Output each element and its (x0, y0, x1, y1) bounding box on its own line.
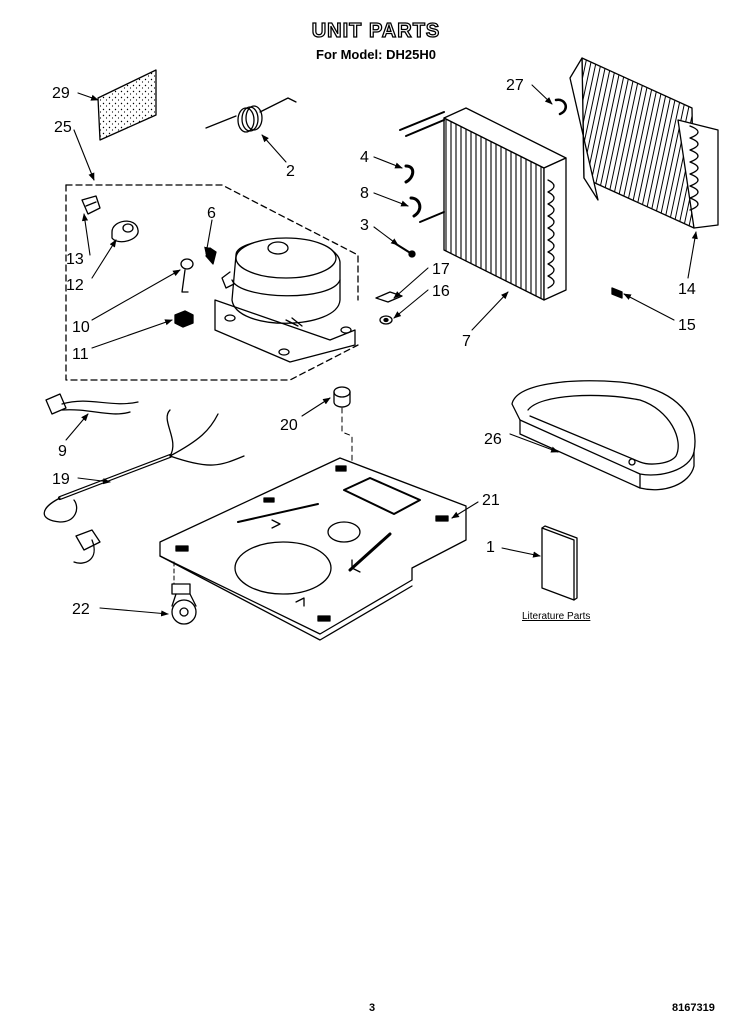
drain-tray-part (511, 380, 696, 491)
callout-labels: 29 25 2 6 13 12 10 11 4 8 3 17 16 7 27 1… (52, 77, 696, 618)
document-number: 8167319 (672, 1002, 715, 1014)
callout-22: 22 (72, 601, 90, 618)
base-pan-part (159, 457, 467, 641)
callout-10: 10 (72, 319, 90, 336)
callout-21: 21 (482, 492, 500, 509)
literature-booklet-part (541, 525, 578, 601)
filter-pad-part (97, 69, 157, 141)
compressor-part (214, 237, 356, 363)
callout-7: 7 (462, 333, 471, 350)
callout-3: 3 (360, 217, 369, 234)
callout-4: 4 (360, 149, 369, 166)
callout-15: 15 (678, 317, 696, 334)
literature-parts-label: Literature Parts (522, 611, 590, 622)
callout-19: 19 (52, 471, 70, 488)
callout-16: 16 (432, 283, 450, 300)
callout-14: 14 (678, 281, 696, 298)
callout-2: 2 (286, 163, 295, 180)
callout-29: 29 (52, 85, 70, 102)
callout-13: 13 (66, 251, 84, 268)
callout-20: 20 (280, 417, 298, 434)
callout-11: 11 (72, 346, 89, 363)
callout-12: 12 (66, 277, 84, 294)
grommet-part (333, 386, 353, 561)
clip-part (554, 98, 568, 116)
model-subtitle: For Model: DH25H0 (316, 47, 436, 62)
callout-6: 6 (207, 205, 216, 222)
wiring-harness-part (43, 393, 245, 564)
callout-17: 17 (432, 261, 450, 278)
coil-tube-part (205, 97, 297, 133)
leader-lines (65, 84, 698, 617)
callout-9: 9 (58, 443, 67, 460)
condenser-coil-part (569, 57, 719, 229)
compressor-group-outline (65, 184, 359, 381)
callout-8: 8 (360, 185, 369, 202)
page-number: 3 (369, 1002, 376, 1014)
page-title: UNIT PARTS (311, 19, 441, 42)
evaporator-coil-part (399, 107, 567, 301)
callout-27: 27 (506, 77, 524, 94)
callout-1: 1 (486, 539, 495, 556)
overload-parts (81, 195, 217, 328)
caster-part (171, 561, 197, 625)
callout-26: 26 (484, 431, 502, 448)
callout-25: 25 (54, 119, 72, 136)
screw-part (611, 287, 623, 299)
